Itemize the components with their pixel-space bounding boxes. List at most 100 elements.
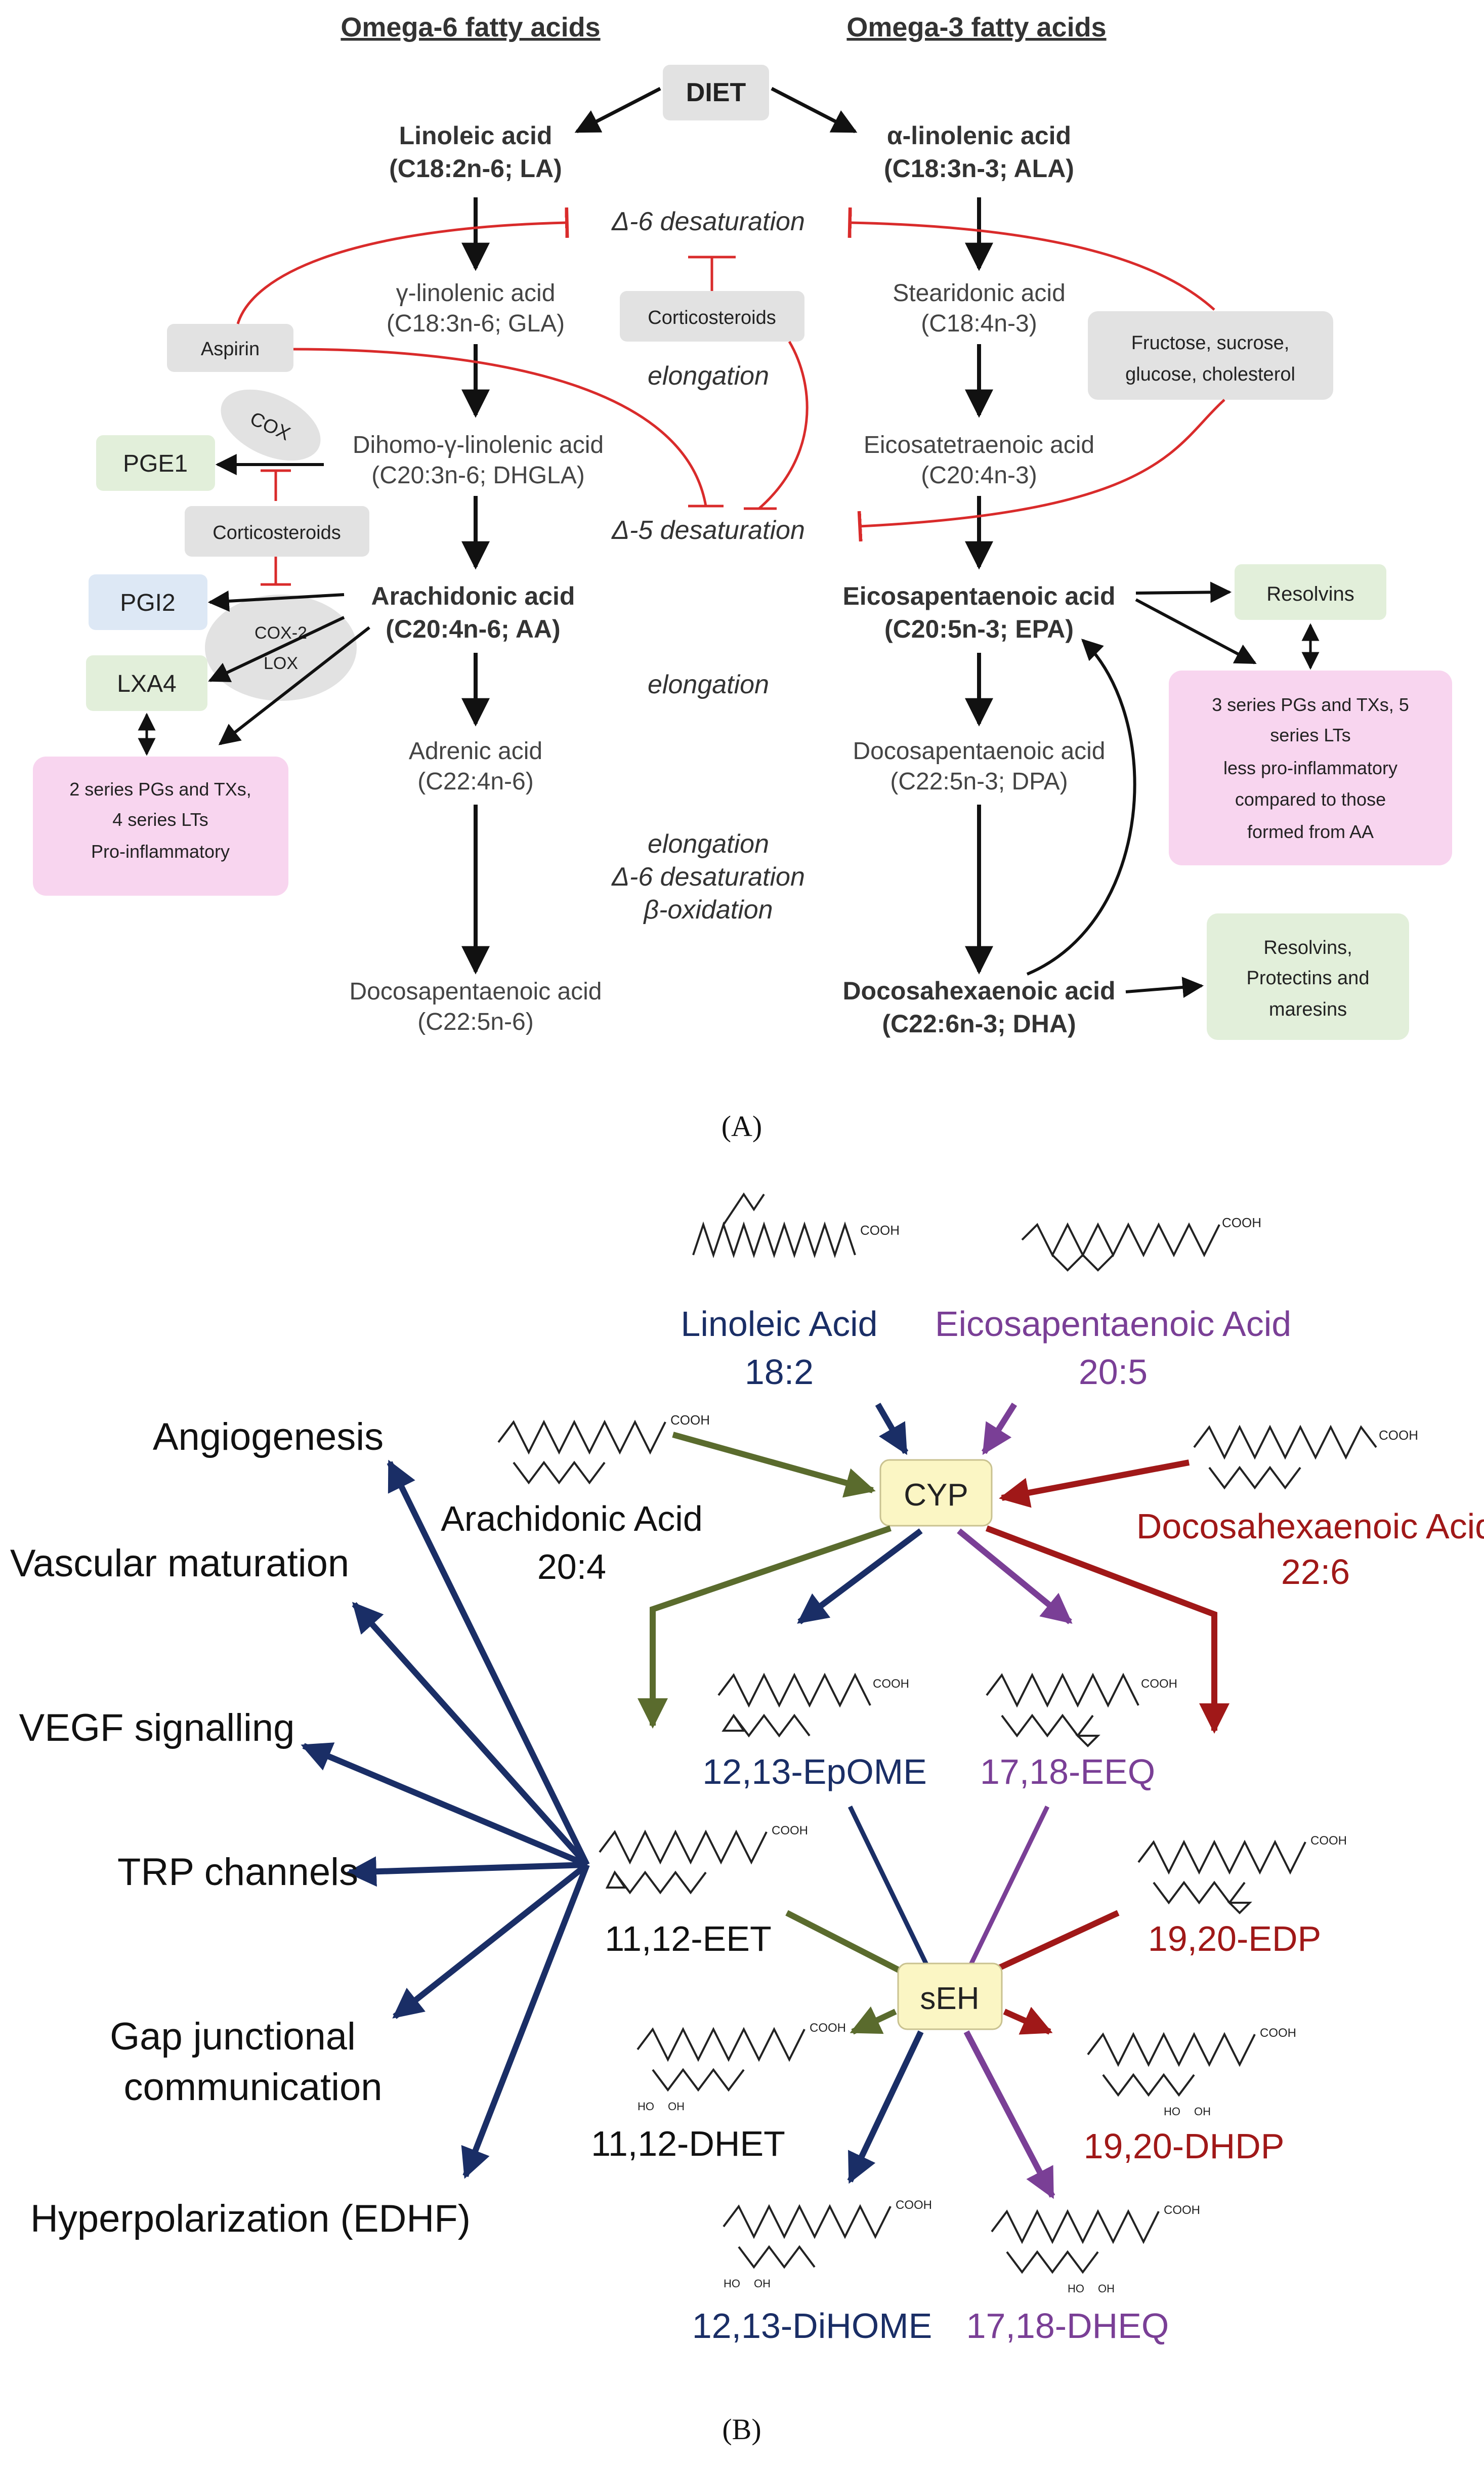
eta-name: Eicosatetraenoic acid — [864, 432, 1094, 458]
aspirin-inhibits-d6 — [236, 223, 567, 324]
aa-to-omega6-products-arrow — [218, 626, 370, 745]
panel-b: COOH COOH COOH COOH — [10, 1192, 1484, 2446]
gla-formula: (C18:3n-6; GLA) — [387, 310, 565, 337]
aspirin-label: Aspirin — [201, 339, 260, 360]
aspirin-inhibits-d5 — [293, 348, 707, 507]
adrenic-formula: (C22:4n-6) — [417, 768, 533, 795]
eet-structure: COOH — [599, 1824, 808, 1895]
fructose-box — [1088, 311, 1333, 400]
cyp-label: CYP — [904, 1478, 968, 1513]
cooh-label-dhet: COOH — [810, 2021, 846, 2035]
corticosteroids-label-middle: Corticosteroids — [648, 307, 776, 328]
molecule-structures: COOH COOH COOH COOH — [497, 1192, 1418, 2295]
omega6-header: Omega-6 fatty acids — [341, 12, 600, 43]
cooh-label-aa: COOH — [670, 1412, 710, 1428]
omega3-box-line3: less pro-inflammatory — [1223, 758, 1397, 778]
fructose-inhibits-d6 — [850, 223, 1215, 311]
epa-label: Eicosapentaenoic Acid — [935, 1304, 1291, 1344]
lox-label: LOX — [264, 654, 298, 673]
epome-structure: COOH — [717, 1672, 909, 1738]
resolvins2-line3: maresins — [1269, 999, 1347, 1020]
eet-label: 11,12-EET — [605, 1919, 771, 1958]
sda-name: Stearidonic acid — [893, 280, 1066, 307]
cooh-label-dha: COOH — [1379, 1428, 1418, 1443]
eeq-structure: COOH — [986, 1672, 1177, 1747]
sda-formula: (C18:4n-3) — [921, 310, 1037, 337]
dha-to-epa-retroconversion-arrow — [1026, 639, 1136, 976]
eet-to-angiogenesis-arrow — [387, 1459, 590, 1866]
eet-to-vascular-maturation-arrow — [352, 1602, 589, 1867]
oh-label-dhet: OH — [668, 2100, 685, 2113]
cooh-label-dihome: COOH — [896, 2198, 932, 2212]
dha-to-resolvins-arrow — [1125, 977, 1204, 998]
cyp-to-eet-arrow — [638, 1525, 892, 1729]
eet-to-gap-junction-arrow — [392, 1862, 589, 2019]
eet-to-edhf-arrow — [461, 1863, 590, 2179]
cyp-node — [879, 1459, 993, 1527]
corticosteroids-box-left — [185, 506, 369, 557]
cyp-to-epome-arrow — [797, 1528, 923, 1624]
elongation-label-1: elongation — [648, 361, 769, 391]
epa-to-omega3-products-arrow — [1135, 598, 1257, 664]
eeq-label: 17,18-EEQ — [980, 1752, 1155, 1791]
dhet-label: 11,12-DHET — [591, 2124, 785, 2163]
aa-to-cyp-arrow — [672, 1432, 876, 1498]
dpa6-formula: (C22:5n-6) — [417, 1009, 533, 1035]
diet-to-la-arrow — [574, 87, 661, 134]
late-d6-label: Δ-6 desaturation — [611, 862, 805, 892]
omega6-box-line2: 4 series LTs — [112, 809, 208, 830]
dihome-structure: COOH HO OH — [723, 2198, 932, 2290]
resolvins2-line2: Protectins and — [1247, 968, 1370, 989]
resolvins2-line1: Resolvins, — [1263, 937, 1352, 958]
la-to-cyp-arrow — [875, 1402, 909, 1455]
oh-label-dhdp: OH — [1194, 2105, 1211, 2118]
cooh-label-dheq: COOH — [1164, 2203, 1200, 2217]
eet-to-vegf-arrow — [301, 1742, 588, 1868]
adrenic-name: Adrenic acid — [409, 738, 542, 765]
dha-ratio: 22:6 — [1281, 1552, 1350, 1592]
resolvins-protectins-box — [1207, 913, 1409, 1040]
aa-to-lxa4-arrow — [208, 616, 345, 682]
epa-to-resolvins-arrow — [1135, 581, 1232, 603]
omega6-box-line3: Pro-inflammatory — [91, 841, 230, 862]
cooh-label-epa: COOH — [1222, 1215, 1261, 1230]
la-formula: (C18:2n-6; LA) — [389, 154, 562, 183]
resolvins-label: Resolvins — [1266, 583, 1354, 605]
dpa6-name: Docosapentaenoic acid — [349, 978, 602, 1005]
cortico-inhibits-d5 — [758, 341, 809, 510]
d5-desaturation-label: Δ-5 desaturation — [611, 516, 805, 545]
cooh-label-eeq: COOH — [1141, 1677, 1177, 1691]
diet-to-ala-arrow — [771, 87, 858, 134]
seh-to-dhet-arrow — [850, 2006, 897, 2035]
cooh-label-epome: COOH — [873, 1677, 909, 1691]
elongation-label-2: elongation — [648, 670, 769, 699]
fructose-line2: glucose, cholesterol — [1125, 364, 1295, 385]
eet-to-seh-line — [785, 1910, 907, 1977]
cyp-to-eeq-arrow — [957, 1528, 1073, 1624]
fructose-line1: Fructose, sucrose, — [1131, 332, 1290, 354]
diet-box — [663, 65, 769, 120]
d6-desaturation-label: Δ-6 desaturation — [611, 207, 805, 236]
aspirin-box — [167, 324, 293, 372]
pge1-label: PGE1 — [123, 450, 188, 477]
dha-structure: COOH — [1193, 1425, 1418, 1490]
edp-label: 19,20-EDP — [1148, 1919, 1321, 1958]
cooh-label-dhdp: COOH — [1260, 2026, 1296, 2040]
cooh-label-eet: COOH — [772, 1824, 808, 1837]
ho-label-dhdp: HO — [1164, 2105, 1180, 2118]
la-name: Linoleic acid — [399, 121, 553, 150]
edp-to-seh-line — [985, 1910, 1120, 1977]
dha-to-cyp-arrow — [999, 1459, 1190, 1508]
epome-label: 12,13-EpOME — [702, 1752, 927, 1791]
epa-name: Eicosapentaenoic acid — [842, 582, 1115, 610]
omega3-products-box — [1169, 671, 1452, 865]
dhet-structure: COOH HO OH — [637, 2021, 846, 2113]
lxa4-label: LXA4 — [117, 671, 176, 697]
omega3-box-line5: formed from AA — [1247, 821, 1374, 842]
late-elongation-label: elongation — [648, 829, 769, 859]
beta-oxidation-label: β-oxidation — [643, 895, 773, 925]
omega3-header: Omega-3 fatty acids — [846, 12, 1106, 43]
cooh-label-la: COOH — [860, 1223, 900, 1238]
gla-name: γ-linolenic acid — [396, 280, 556, 307]
